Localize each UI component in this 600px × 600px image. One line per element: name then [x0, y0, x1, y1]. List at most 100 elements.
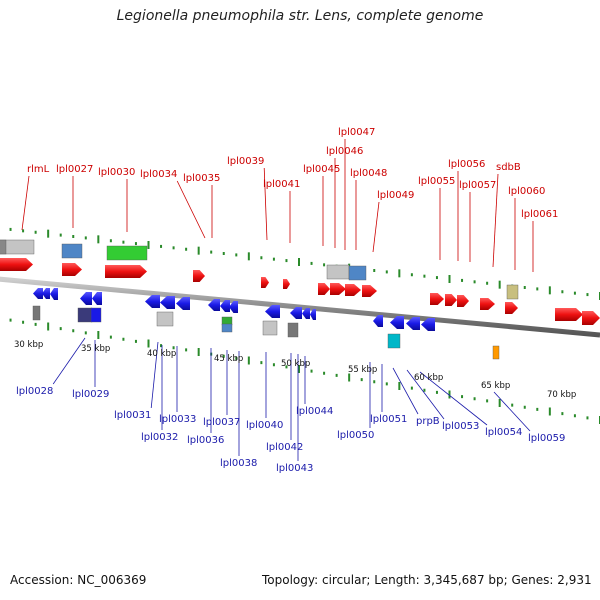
reverse-gene-label: lpl0040: [246, 420, 283, 431]
tick-mark: [323, 263, 326, 267]
reverse-gene-label: lpl0038: [220, 458, 257, 469]
tick-mark: [298, 258, 300, 266]
tick-mark: [511, 403, 514, 407]
forward-gene-label: lpl0045: [303, 164, 340, 175]
tick-mark: [272, 363, 275, 367]
gene-feature-block: [387, 333, 401, 349]
forward-gene-arrow: [480, 298, 495, 310]
tick-mark: [109, 335, 112, 339]
forward-gene-arrow: [362, 285, 377, 297]
forward-gene-label: lpl0049: [377, 190, 414, 201]
tick-mark: [22, 320, 25, 324]
tick-mark: [97, 235, 100, 244]
gene-feature-block: [492, 345, 500, 360]
reverse-gene-label: lpl0050: [337, 430, 374, 441]
forward-gene-arrow: [582, 311, 600, 325]
forward-gene-arrow: [105, 265, 147, 278]
tick-mark: [586, 416, 589, 420]
tick-mark: [548, 407, 551, 416]
reverse-gene-label: lpl0043: [276, 463, 313, 474]
forward-gene-label: lpl0061: [521, 209, 558, 220]
reverse-gene-arrow: [160, 296, 175, 309]
leader-line: [150, 341, 159, 409]
reverse-gene-label: lpl0036: [187, 435, 224, 446]
tick-mark: [235, 356, 238, 360]
forward-gene-arrow: [345, 284, 361, 296]
forward-gene-arrow: [193, 270, 205, 282]
tick-mark: [573, 414, 576, 418]
tick-mark: [423, 274, 426, 278]
reverse-gene-label: lpl0044: [296, 406, 333, 417]
reverse-gene-label: lpl0051: [370, 414, 407, 425]
tick-mark: [160, 244, 163, 248]
tick-mark: [461, 395, 464, 399]
tick-mark: [385, 382, 388, 386]
tick-mark: [72, 329, 75, 333]
reverse-gene-label: lpl0028: [16, 386, 53, 397]
scale-label: 60 kbp: [414, 373, 443, 383]
reverse-gene-label: lpl0042: [266, 442, 303, 453]
reverse-gene-label: prpB: [416, 416, 440, 427]
forward-gene-label: lpl0047: [338, 127, 375, 138]
tick-mark: [247, 356, 250, 365]
tick-mark: [59, 327, 62, 331]
leader-line: [263, 167, 268, 241]
forward-gene-label: lpl0041: [263, 179, 300, 190]
tick-mark: [122, 337, 125, 341]
reverse-gene-arrow: [310, 309, 316, 320]
forward-gene-arrow: [445, 294, 457, 306]
forward-gene-arrow: [283, 279, 290, 289]
forward-gene-label: lpl0030: [98, 167, 135, 178]
tick-mark: [548, 286, 551, 295]
gene-feature-block: [61, 243, 83, 259]
tick-mark: [310, 261, 313, 265]
scale-label: 50 kbp: [281, 359, 310, 369]
tick-mark: [185, 247, 188, 251]
tick-mark: [373, 269, 376, 272]
forward-gene-label: lpl0056: [448, 159, 485, 170]
reverse-gene-label: lpl0059: [528, 433, 565, 444]
gene-feature-block: [0, 239, 35, 255]
tick-mark: [260, 256, 263, 260]
leader-line: [492, 173, 499, 268]
tick-mark: [147, 339, 150, 348]
reverse-gene-arrow: [265, 305, 280, 318]
tick-mark: [272, 257, 275, 261]
gene-feature-block: [348, 265, 367, 281]
tick-mark: [410, 386, 413, 390]
tick-mark: [536, 407, 539, 411]
forward-gene-label: sdbB: [496, 162, 521, 173]
forward-gene-label: lpl0027: [56, 164, 93, 175]
gene-feature-block: [326, 264, 350, 280]
reverse-gene-arrow: [145, 295, 160, 308]
forward-gene-arrow: [330, 283, 346, 295]
tick-mark: [222, 252, 225, 255]
forward-gene-arrow: [261, 277, 269, 288]
reverse-gene-arrow: [42, 288, 50, 299]
forward-gene-label: lpl0048: [350, 168, 387, 179]
reverse-gene-label: lpl0029: [72, 389, 109, 400]
reverse-gene-arrow: [290, 307, 302, 319]
gene-feature-block: [77, 307, 93, 323]
tick-mark: [523, 405, 526, 409]
tick-mark: [122, 240, 125, 244]
forward-gene-label: lpl0039: [227, 156, 264, 167]
tick-mark: [260, 361, 263, 365]
tick-mark: [59, 233, 62, 237]
reverse-gene-arrow: [208, 299, 220, 311]
tick-mark: [335, 373, 338, 377]
gene-feature-block: [287, 322, 299, 338]
tick-mark: [410, 273, 413, 277]
gene-feature-block: [262, 320, 278, 336]
tick-mark: [134, 242, 137, 246]
map-title: Legionella pneumophila str. Lens, comple…: [116, 8, 484, 24]
tick-mark: [298, 365, 300, 373]
tick-mark: [9, 318, 12, 322]
forward-gene-label: lpl0055: [418, 176, 455, 187]
reverse-gene-arrow: [373, 315, 383, 327]
tick-mark: [147, 241, 150, 249]
tick-mark: [323, 371, 326, 375]
tick-mark: [134, 339, 137, 343]
scale-label: 45 kbp: [214, 354, 243, 364]
tick-mark: [84, 236, 87, 240]
